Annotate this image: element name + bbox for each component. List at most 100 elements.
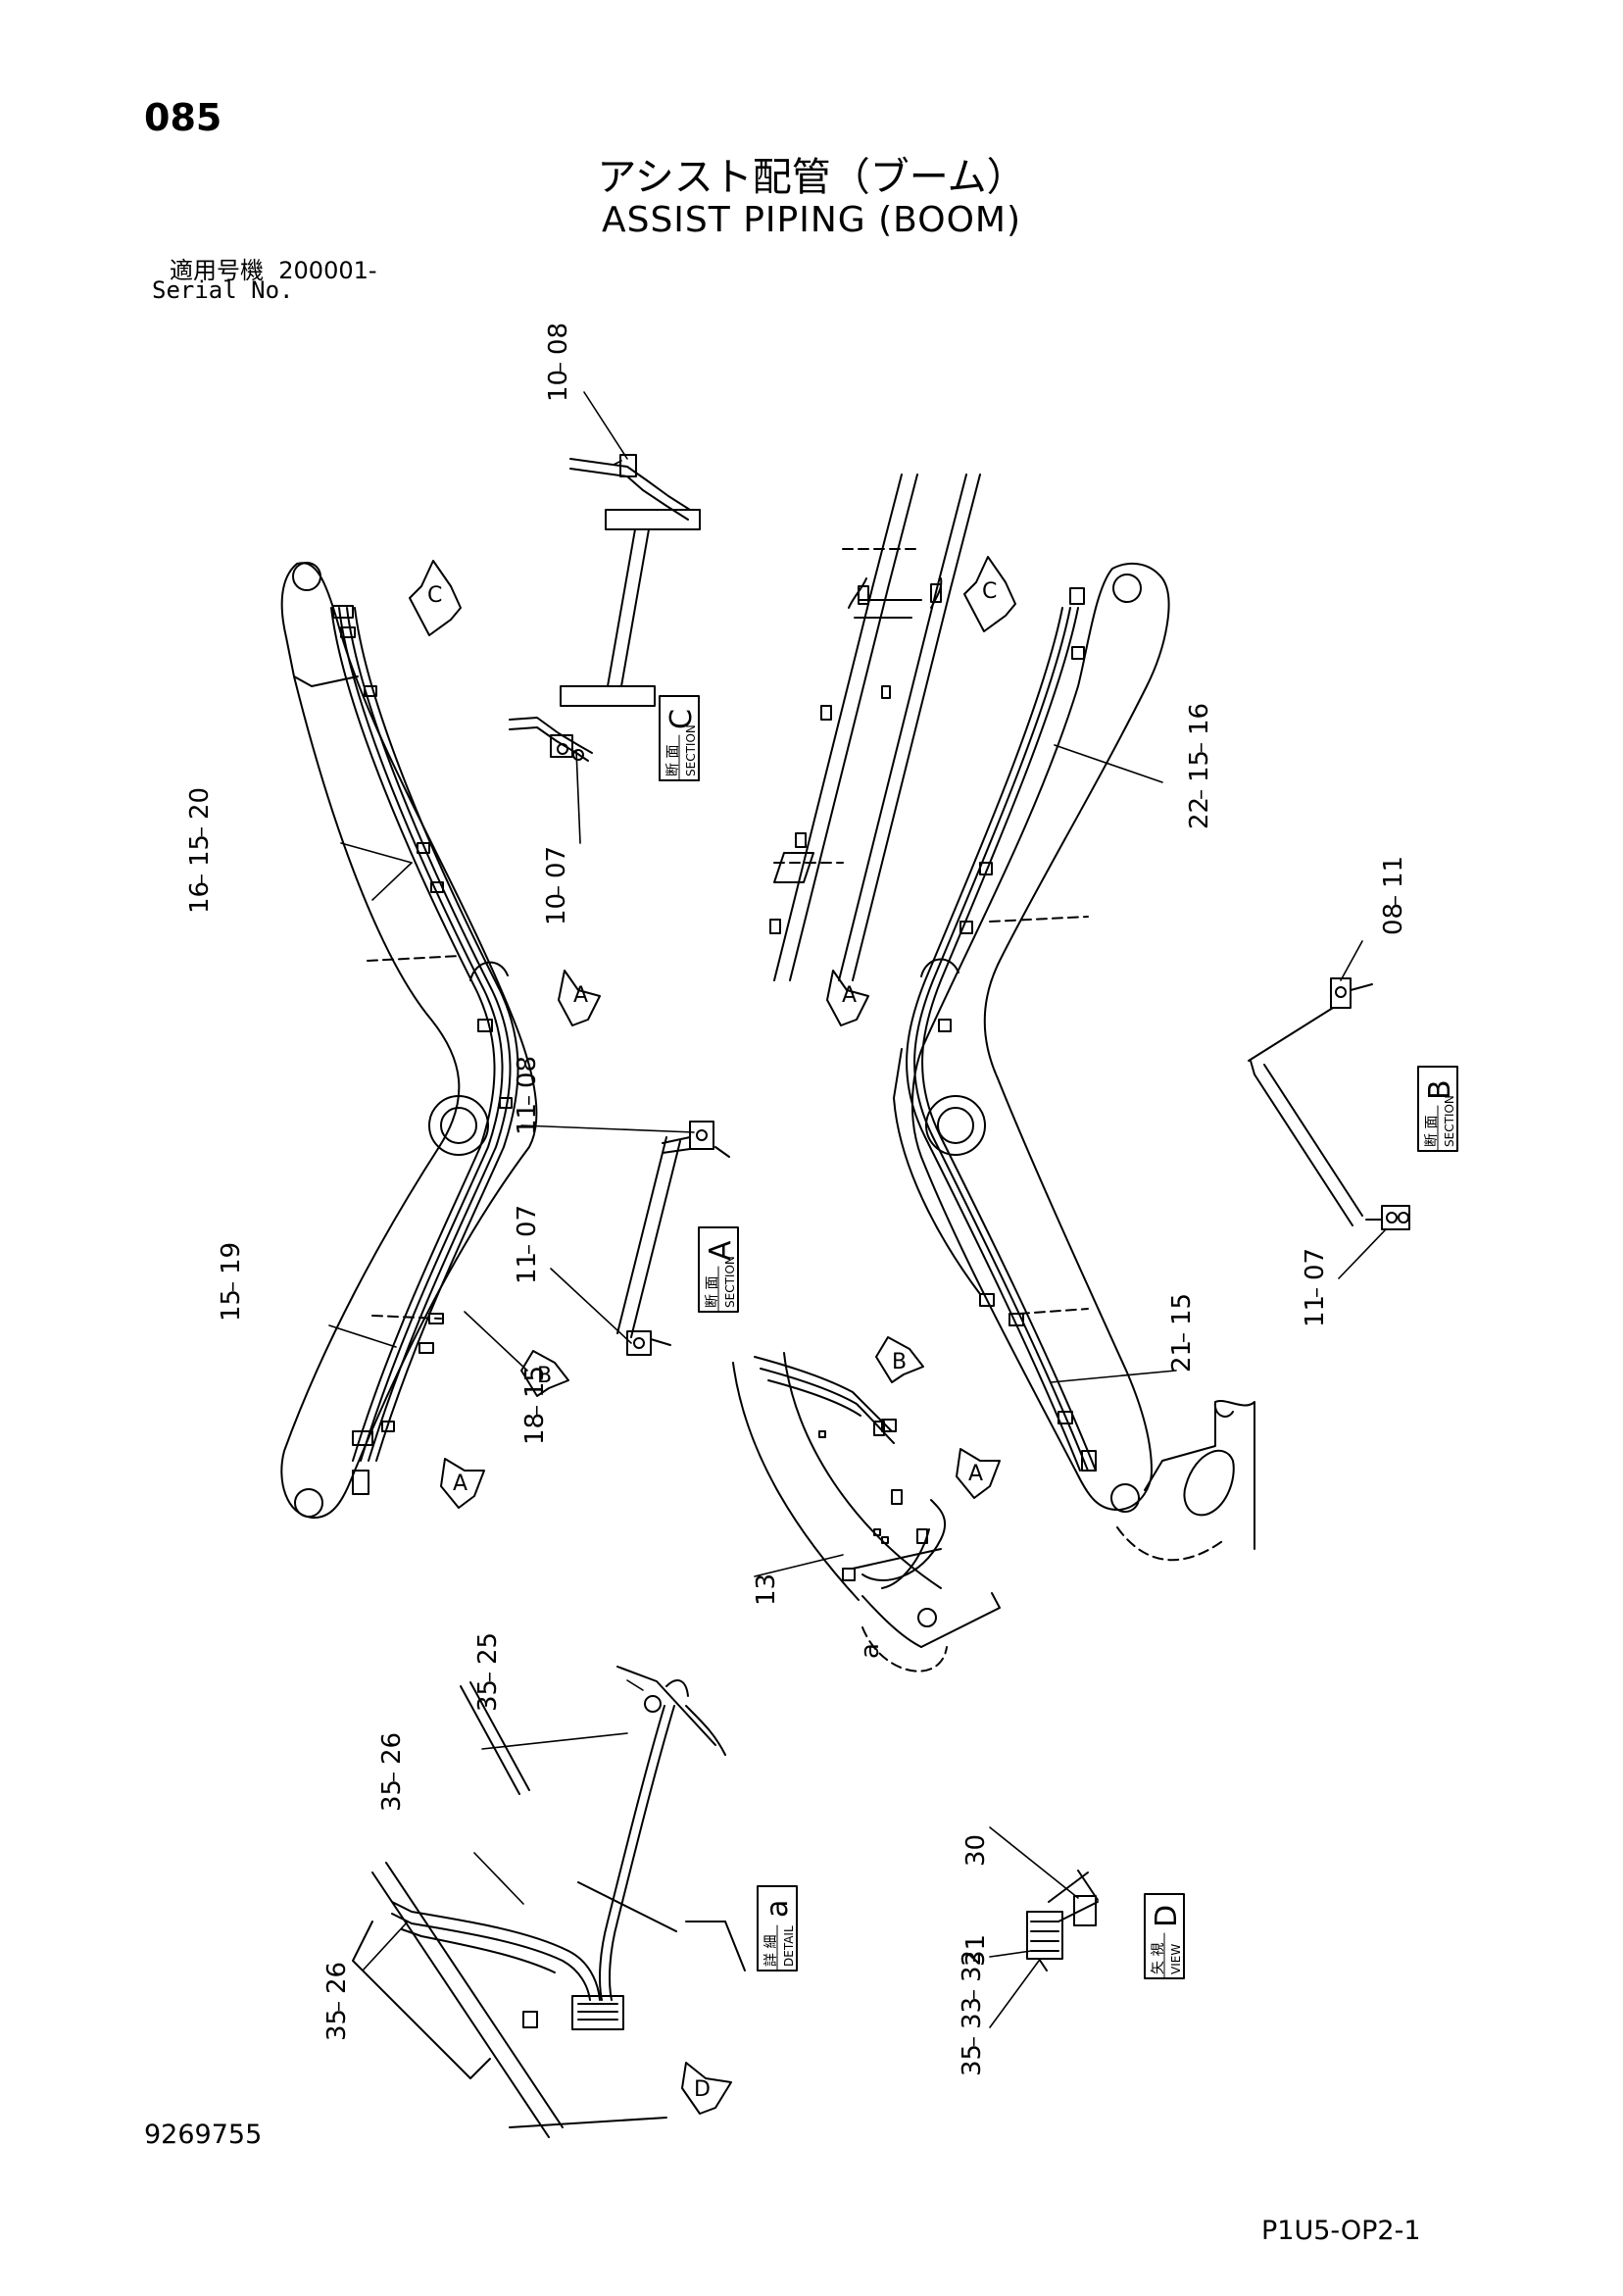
svg-text:B: B [537, 1364, 552, 1388]
svg-text:16: 16 [1185, 703, 1214, 735]
view-d-clamp [1073, 1895, 1097, 1926]
svg-text:A: A [573, 983, 588, 1008]
svg-text:20: 20 [185, 787, 215, 820]
svg-text:–: – [1171, 1332, 1196, 1343]
svg-text:15: 15 [1185, 750, 1214, 782]
svg-text:35: 35 [958, 2044, 987, 2076]
svg-text:–: – [961, 2036, 986, 2047]
label-box-section-b: 断 面 SECTION B [1417, 1066, 1458, 1152]
svg-text:B: B [1423, 1079, 1457, 1100]
right-boom-lug [920, 958, 959, 977]
callout-boom-right-upper: 22–15–16 [1185, 703, 1214, 829]
svg-text:D: D [694, 2077, 711, 2102]
left-boom-pipe-3 [346, 607, 512, 1462]
svg-text:–: – [381, 1772, 406, 1782]
svg-text:–: – [961, 1989, 986, 2000]
right-boom [893, 562, 1255, 1562]
arrow-c-right: C [963, 556, 1016, 632]
svg-text:11: 11 [1301, 1295, 1330, 1327]
detail-a-drawing [352, 1666, 746, 2138]
svg-text:断 面: 断 面 [665, 745, 681, 776]
svg-text:C: C [427, 583, 442, 608]
svg-text:11: 11 [513, 1103, 542, 1135]
svg-text:A: A [968, 1462, 983, 1486]
callout-sec-b-bottom: 11–07 [1301, 1248, 1330, 1327]
callout-view-31: 31 [961, 1934, 991, 1967]
callout-numbers: 10–08 10–07 16–15–20 15–19 18–15 11–08 1… [185, 323, 1408, 2076]
svg-text:32: 32 [958, 1950, 987, 1982]
detail-a-hose-2 [609, 1705, 675, 2001]
callout-det-low: 35–26 [322, 1962, 352, 2041]
sec-b-top-clamp [1330, 977, 1352, 1009]
section-c-drawing [509, 454, 701, 762]
sec-c-bottom-clamp [550, 734, 573, 758]
svg-text:08: 08 [544, 323, 573, 355]
svg-text:11: 11 [1379, 856, 1408, 888]
svg-text:07: 07 [542, 846, 571, 878]
callout-c-bottom: 10–07 [542, 846, 571, 925]
page-number: 085 [144, 96, 222, 139]
svg-text:–: – [1383, 895, 1407, 906]
callout-c-top: 10– 08 [544, 323, 573, 402]
svg-text:10: 10 [544, 370, 573, 402]
svg-text:SECTION: SECTION [1443, 1095, 1456, 1147]
svg-text:35: 35 [377, 1779, 407, 1812]
svg-text:11: 11 [513, 1252, 542, 1284]
svg-text:26: 26 [322, 1962, 352, 1994]
serial-label-japanese: 適用号機 200001- [170, 251, 377, 285]
arrow-d-bottom: D [681, 2062, 732, 2115]
left-boom-pipe-1 [330, 607, 496, 1462]
arrow-b-left: B [520, 1350, 569, 1397]
view-d-drawing [1026, 1870, 1099, 1972]
svg-text:断 面: 断 面 [705, 1276, 720, 1308]
svg-text:30: 30 [961, 1834, 991, 1867]
left-boom [280, 562, 538, 1520]
svg-text:07: 07 [513, 1205, 542, 1237]
svg-text:15: 15 [217, 1289, 246, 1322]
center-boom-view [769, 474, 981, 981]
detail-a-coupler [571, 1995, 624, 2030]
svg-text:16: 16 [185, 881, 215, 914]
svg-text:A: A [453, 1472, 467, 1496]
svg-text:–: – [524, 1405, 549, 1416]
svg-text:–: – [189, 873, 214, 884]
svg-text:25: 25 [473, 1632, 503, 1665]
callout-base-a: a [856, 1643, 885, 1659]
svg-text:08: 08 [1379, 903, 1408, 935]
arrow-a-bottom-left: A [440, 1458, 485, 1509]
svg-text:VIEW: VIEW [1169, 1944, 1183, 1974]
left-boom-top-pin [292, 562, 321, 591]
right-boom-mid-pin-inner [937, 1107, 974, 1144]
serial-label-english: Serial No. [152, 276, 294, 304]
right-boom-foot-pin [1110, 1483, 1140, 1513]
svg-text:a: a [761, 1900, 795, 1918]
svg-text:15: 15 [520, 1366, 550, 1398]
svg-text:33: 33 [958, 1997, 987, 2029]
arrow-b-right: B [875, 1336, 924, 1383]
arrow-a-mid-left: A [558, 970, 601, 1026]
svg-text:–: – [546, 885, 570, 896]
right-boom-top-pin [1112, 574, 1142, 603]
left-boom-clamps [332, 605, 513, 1495]
arrow-c-left: C [409, 560, 462, 636]
svg-text:31: 31 [961, 1934, 991, 1967]
svg-text:–: – [221, 1281, 245, 1292]
svg-text:–: – [1189, 742, 1213, 753]
svg-text:A: A [842, 983, 857, 1008]
section-b-drawing [1248, 977, 1410, 1230]
svg-text:a: a [856, 1643, 885, 1659]
leader-lines [328, 391, 1387, 2028]
sec-a-bottom-clamp [626, 1330, 652, 1356]
svg-text:–: – [548, 362, 572, 373]
right-boom-clamps [938, 587, 1097, 1472]
arrow-a-mid-right: A [826, 970, 869, 1026]
svg-text:15: 15 [185, 834, 215, 867]
left-boom-pipe-4 [354, 607, 519, 1462]
svg-text:C: C [982, 579, 997, 604]
section-a-drawing [616, 1121, 730, 1356]
callout-sec-b-top: 08– 11 [1379, 856, 1408, 935]
svg-text:18: 18 [520, 1413, 550, 1445]
left-boom-lug [469, 961, 509, 981]
boom-foot-fitting [917, 1608, 937, 1627]
svg-text:13: 13 [752, 1573, 781, 1606]
